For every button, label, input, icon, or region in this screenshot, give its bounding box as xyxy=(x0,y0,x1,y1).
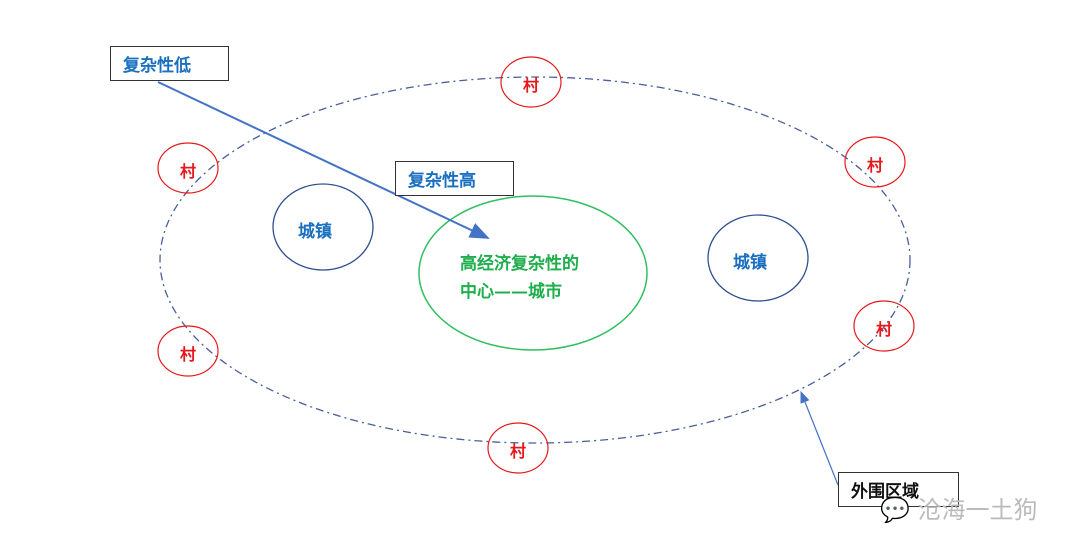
village-circle xyxy=(853,300,915,352)
city-circle xyxy=(418,195,648,351)
city-label-line2: 中心——城市 xyxy=(460,282,562,302)
low-complexity-label: 复杂性低 xyxy=(123,56,191,76)
watermark-text: 沧海一土狗 xyxy=(917,496,1038,524)
village-label: 村 xyxy=(867,156,884,175)
town-label: 城镇 xyxy=(298,222,332,242)
low-complexity-box: 复杂性低 xyxy=(110,46,229,81)
village-label: 村 xyxy=(523,76,540,95)
complexity-arrow xyxy=(157,81,490,239)
village-circle xyxy=(500,56,562,108)
village-circle xyxy=(487,422,549,474)
outer-region-label: 外围区域 xyxy=(851,482,919,502)
village-label: 村 xyxy=(180,345,197,364)
town-circle xyxy=(272,183,374,271)
village-circle xyxy=(844,136,906,188)
high-complexity-label: 复杂性高 xyxy=(408,171,476,191)
watermark: 💬 沧海一土狗 xyxy=(880,490,1038,525)
village-circle xyxy=(157,142,219,194)
village-label: 村 xyxy=(876,320,893,339)
outer-region-box: 外围区域 xyxy=(838,472,959,507)
wechat-icon: 💬 xyxy=(880,496,910,524)
town-label: 城镇 xyxy=(733,253,767,273)
city-label-line1: 高经济复杂性的 xyxy=(460,254,579,274)
village-circle xyxy=(157,325,219,377)
town-circle xyxy=(707,214,809,302)
village-label: 村 xyxy=(180,162,197,181)
village-label: 村 xyxy=(510,442,527,461)
outer-region-ellipse xyxy=(159,76,911,444)
high-complexity-box: 复杂性高 xyxy=(395,161,514,196)
outer-region-arrow xyxy=(800,390,839,486)
city-label: 高经济复杂性的 中心——城市 xyxy=(460,250,579,306)
